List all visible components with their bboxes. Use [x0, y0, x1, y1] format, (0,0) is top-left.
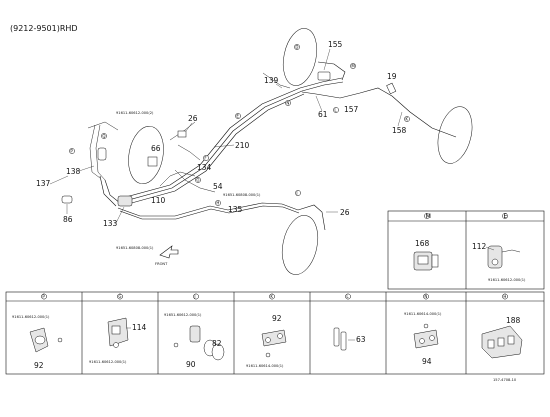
callout-54: 54	[213, 182, 223, 191]
clip-63	[333, 327, 347, 351]
pn-detail-112: 91611-60612-000(1)	[488, 278, 526, 282]
callout-157: 157	[344, 105, 359, 114]
svg-text:D: D	[295, 45, 298, 50]
front-right-disc	[282, 28, 318, 86]
part-86-clip	[61, 195, 73, 204]
detail-header-e: E	[503, 212, 507, 220]
svg-text:E: E	[236, 114, 239, 119]
part-133-valve	[117, 195, 133, 207]
callout-188: 188	[506, 316, 521, 325]
callout-137: 137	[36, 179, 51, 188]
front-left-disc	[128, 126, 164, 184]
callout-66: 66	[151, 144, 161, 153]
callout-92-p: 92	[34, 361, 44, 370]
callout-110: 110	[151, 196, 166, 205]
callout-63: 63	[356, 335, 366, 344]
rear-right-disc	[437, 106, 473, 164]
svg-text:H: H	[216, 201, 219, 206]
svg-text:N: N	[286, 101, 289, 106]
callout-26-top: 26	[188, 114, 198, 123]
part-155-block	[317, 71, 331, 81]
pn-91611-top: 91611-60612-000(2)	[116, 111, 154, 115]
part-66-bracket	[147, 156, 158, 167]
clip-114	[107, 317, 129, 348]
detail-panel-upper: M E 168 112 91611-60612-000(1)	[387, 210, 545, 290]
pn-91651-bottom: 91651-60808-000(1)	[116, 246, 154, 250]
pn-detail-114: 91611-60612-000(1)	[89, 360, 127, 364]
callout-19: 19	[387, 72, 397, 81]
callout-90: 90	[186, 360, 196, 369]
callout-92-k: 92	[272, 314, 282, 323]
callout-135: 135	[228, 205, 243, 214]
callout-26-bottom: 26	[340, 208, 350, 217]
part-138-fitting	[97, 147, 107, 161]
brake-pipes	[87, 61, 457, 231]
pn-detail-94: 91611-60614-000(1)	[404, 312, 442, 316]
clip-168	[413, 251, 439, 271]
section-markers: P Q D M L N E F G J H K	[69, 44, 410, 206]
svg-text:M: M	[351, 64, 355, 69]
pn-91651-54: 91651-60808-000(1)	[223, 193, 261, 197]
callout-82: 82	[212, 339, 222, 348]
svg-text:K: K	[405, 117, 408, 122]
pn-detail-92-p: 91611-60612-000(1)	[12, 315, 50, 319]
detail-header-m: M	[425, 212, 431, 220]
pn-detail-82-90: 91651-60612-000(1)	[164, 313, 202, 317]
main-callouts: 155 19 139 61 157 158 26 66 210 134 54 1…	[36, 40, 407, 250]
callout-86: 86	[63, 215, 73, 224]
callout-158: 158	[392, 126, 407, 135]
svg-text:FRONT: FRONT	[155, 262, 168, 266]
svg-text:J: J	[295, 191, 297, 196]
callout-94: 94	[422, 357, 432, 366]
clip-188	[481, 325, 523, 359]
svg-text:G: G	[196, 178, 199, 183]
clip-92-k	[261, 329, 287, 347]
clip-112	[487, 245, 521, 269]
callout-138: 138	[66, 167, 81, 176]
front-arrow: FRONT	[155, 245, 179, 266]
callout-210: 210	[235, 141, 250, 150]
svg-text:Q: Q	[102, 134, 105, 139]
detail-panel-bottom: P G J K L N H 91611-60612-000(1) 92 114 …	[5, 291, 545, 375]
detail-header-g: G	[118, 294, 121, 299]
detail-header-h: H	[503, 294, 506, 299]
part-19-union	[386, 82, 397, 95]
svg-text:P: P	[70, 149, 73, 154]
pn-detail-92-k: 91611-60614-000(1)	[246, 364, 284, 368]
svg-text:L: L	[334, 108, 337, 113]
detail-header-j: J	[193, 294, 195, 299]
detail-header-p: P	[42, 294, 45, 299]
svg-text:F: F	[204, 156, 207, 161]
callout-155: 155	[328, 40, 343, 49]
figure-code: 157-4708-10	[493, 378, 517, 382]
callout-168: 168	[415, 239, 430, 248]
callout-61: 61	[318, 110, 328, 119]
clip-82-90	[189, 325, 225, 361]
callout-139: 139	[264, 76, 279, 85]
detail-header-k: K	[270, 294, 273, 299]
rear-left-disc	[281, 215, 319, 275]
callout-114: 114	[132, 323, 147, 332]
clip-92-p	[29, 327, 49, 353]
callout-112: 112	[472, 242, 487, 251]
callout-134: 134	[197, 163, 212, 172]
model-code: (9212-9501)RHD	[10, 24, 78, 33]
callout-133: 133	[103, 219, 118, 228]
clip-94	[413, 329, 439, 349]
detail-header-n: N	[424, 294, 427, 299]
part-26-hose-end	[177, 130, 187, 138]
detail-header-l: L	[346, 294, 349, 299]
